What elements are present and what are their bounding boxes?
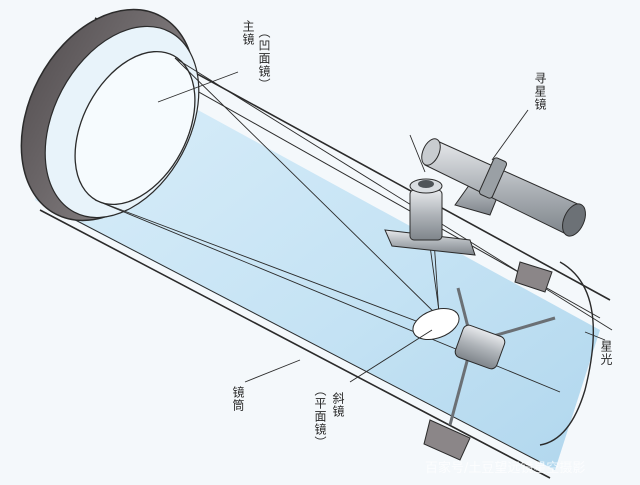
finder-scope-drawing	[421, 138, 586, 237]
label-primary-mirror: 主镜	[241, 20, 255, 46]
tube-ring-upper	[514, 261, 553, 293]
label-secondary-mirror: 斜镜	[331, 392, 345, 418]
focuser	[384, 178, 476, 256]
tube-opening	[539, 261, 594, 446]
label-starlight: 星光	[599, 340, 613, 366]
secondary-mirror-assembly	[412, 287, 556, 426]
tube-bottom-edge-inner	[59, 211, 541, 463]
tube-bottom-edge	[39, 209, 551, 479]
label-secondary-mirror-note: （平面镜）	[313, 384, 327, 449]
label-tube: 镜筒	[231, 386, 245, 412]
leader-lines	[157, 71, 606, 383]
tube-ring-lower	[423, 419, 471, 461]
watermark: 百家号/土豆望远镜星空摄影	[425, 461, 586, 476]
label-primary-mirror-note: （凹面镜）	[257, 26, 271, 91]
label-finder-scope: 寻星镜	[533, 72, 547, 111]
